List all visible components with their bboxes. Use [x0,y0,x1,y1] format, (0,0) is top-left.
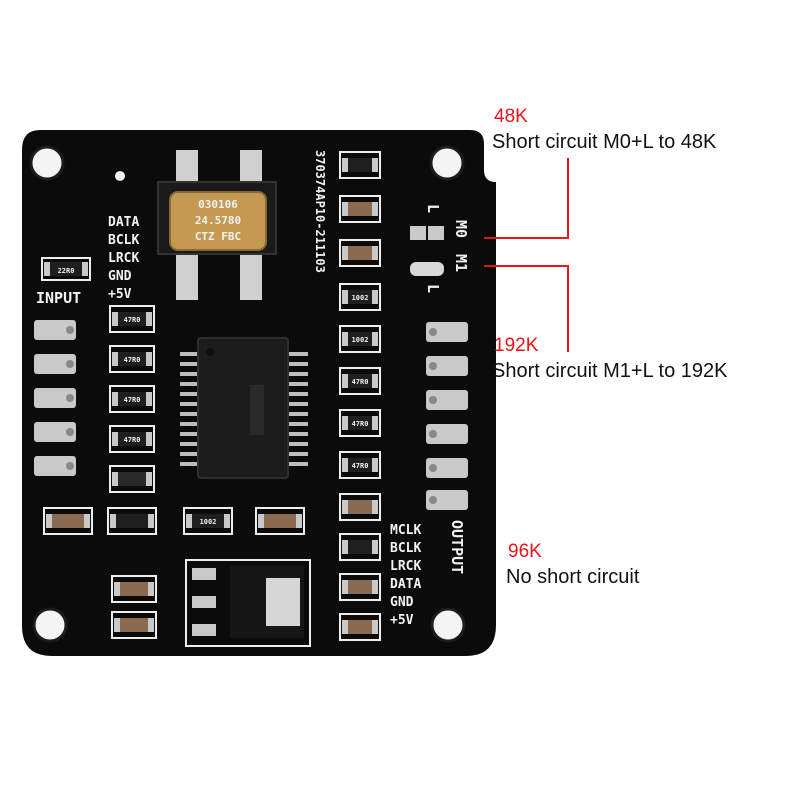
input-pin-label: BCLK [108,233,139,248]
input-pin-label: LRCK [108,251,139,266]
resistor-code: 47R0 [352,420,369,428]
input-pin-label: +5V [108,287,132,302]
annotation-192k-rate: 192K [494,335,539,356]
capacitors [43,507,305,639]
voltage-regulator-icon [185,559,311,647]
pullup-resistor: 1002 [183,507,233,535]
resistor-code: 47R0 [124,436,141,444]
annotation-leader-lines [484,158,569,352]
output-label: OUTPUT [448,520,466,574]
input-resistor: 22R0 [41,257,91,281]
annotation-192k-note: Short circuit M1+L to 192K [492,360,728,382]
resistor-code: 1002 [200,518,217,526]
output-pin-label: MCLK [390,523,421,538]
resistor-code: 47R0 [124,396,141,404]
output-pin-label: GND [390,595,414,610]
resistor-code: 47R0 [352,378,369,386]
crystal-marking-3: 030106 [198,198,238,211]
part-number: 370374AP10-211103 [313,150,327,273]
crystal-marking-1: CTZ FBC [195,230,241,243]
jumper-label-l: L [424,284,442,293]
rate-jumper-pads [410,226,444,276]
output-pin-label: BCLK [390,541,421,556]
output-pin-label: DATA [390,577,421,592]
input-pin-label: GND [108,269,132,284]
annotation-96k-note: No short circuit [506,566,640,588]
resistor-code: 47R0 [124,356,141,364]
ic-chip-icon [180,337,308,479]
output-header-pads [426,322,468,510]
jumper-label-m1: M1 [452,254,470,272]
resistor-code: 22R0 [58,267,75,275]
series-resistors: 47R0 47R0 47R0 47R0 [109,305,155,493]
annotation-96k-rate: 96K [508,541,542,562]
input-pin-labels: DATA BCLK LRCK GND +5V [108,215,139,302]
annotation-48k-note: Short circuit M0+L to 48K [492,131,717,153]
input-header-pads [34,320,76,476]
resistor-code: 47R0 [352,462,369,470]
output-pin-label: LRCK [390,559,421,574]
output-pin-labels: MCLK BCLK LRCK DATA GND +5V [390,523,421,628]
jumper-label-l: L [424,204,442,213]
crystal-marking-2: 24.5780 [195,214,241,227]
crystal-oscillator-icon: CTZ FBC 24.5780 030106 [157,150,277,300]
resistor-code: 47R0 [124,316,141,324]
resistor-code: 1002 [352,294,369,302]
input-label: INPUT [36,289,81,307]
mounting-hole-icon [29,145,466,643]
jumper-label-m0: M0 [452,220,470,238]
input-pin-label: DATA [108,215,139,230]
right-resistor-column: 1002 1002 47R0 47R0 47R0 [339,151,381,641]
resistor-code: 1002 [352,336,369,344]
annotation-48k-rate: 48K [494,106,528,127]
output-pin-label: +5V [390,613,414,628]
